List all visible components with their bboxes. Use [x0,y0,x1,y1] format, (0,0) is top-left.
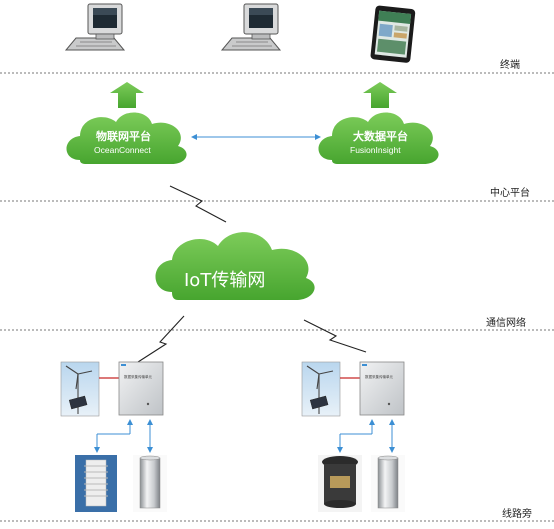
iot-platform-subtitle: OceanConnect [94,145,151,155]
iot-network-cloud: IoT传输网 [155,232,315,300]
wind-turbine-photo-right [301,361,341,417]
right-lightning-icon [303,319,367,353]
data-collection-unit-left: 数据采集传输单元 [118,361,164,416]
wind-turbine-photo-left [60,361,100,417]
layer-label-line-side: 线路旁 [502,507,532,520]
iot-platform-cloud: 物联网平台 OceanConnect [66,82,187,164]
desktop-computer-icon-2 [220,3,282,51]
iot-platform-title: 物联网平台 [96,129,151,143]
ultrasonic-sensor-right [318,455,362,512]
desktop-computer-icon-1 [64,3,126,51]
rain-gauge-sensor-left [133,455,167,512]
layer-label-network: 通信网络 [486,316,526,329]
left-lightning-icon [137,315,185,363]
data-collection-unit-right-label: 数据采集传输单元 [365,374,393,379]
layer-label-center-platform: 中心平台 [490,186,530,199]
left-field-station: 数据采集传输单元 [60,361,167,512]
tablet-icon [370,5,416,63]
data-collection-unit-left-label: 数据采集传输单元 [124,374,152,379]
layer-label-terminal: 终端 [500,58,520,71]
radiation-shield-sensor-left [75,455,117,512]
right-field-station: 数据采集传输单元 [301,361,405,512]
bigdata-platform-subtitle: FusionInsight [350,145,401,155]
bigdata-platform-cloud: 大数据平台 FusionInsight [318,82,439,164]
uplink-lightning-icon [169,185,227,223]
rain-gauge-sensor-right [371,455,405,512]
data-collection-unit-right: 数据采集传输单元 [359,361,405,416]
bigdata-platform-title: 大数据平台 [353,129,408,143]
iot-network-title: IoT传输网 [184,270,265,291]
